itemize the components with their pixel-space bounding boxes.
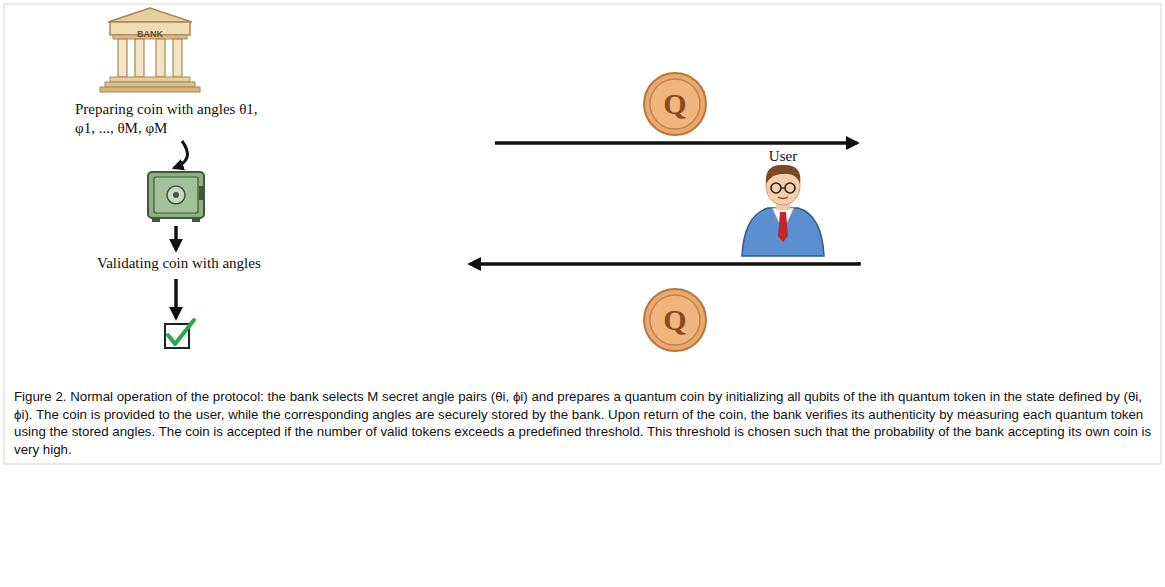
- quantum-coin: [644, 73, 706, 135]
- coin-letter: Q: [663, 304, 686, 336]
- safe-icon: [148, 172, 204, 222]
- flow-arrow: [495, 141, 857, 145]
- flow-arrow: [470, 262, 859, 264]
- bank-node: BANK Preparing coin with angles θ1, φ1, .…: [60, 8, 495, 168]
- user-figure: [742, 165, 824, 256]
- prepare-label: Preparing coin with angles θ1, φ1, ..., …: [75, 100, 265, 138]
- check-box: [165, 320, 194, 348]
- figure-frame: [4, 4, 1161, 464]
- quantum-coin: [644, 289, 706, 351]
- validate-node: Validating coin with angles: [95, 252, 470, 276]
- bank-sign: BANK: [137, 29, 163, 40]
- down-arrow: [174, 279, 178, 318]
- curved-arrow: [174, 141, 187, 168]
- user-node: User: [725, 143, 865, 262]
- user-label: User: [769, 147, 797, 165]
- validate-label: Validating coin with angles: [97, 254, 357, 273]
- figure-caption: Figure 2. Normal operation of the protoc…: [14, 388, 1152, 458]
- down-arrow: [174, 226, 178, 250]
- bank-icon: [100, 8, 200, 92]
- coin-letter: Q: [663, 88, 686, 120]
